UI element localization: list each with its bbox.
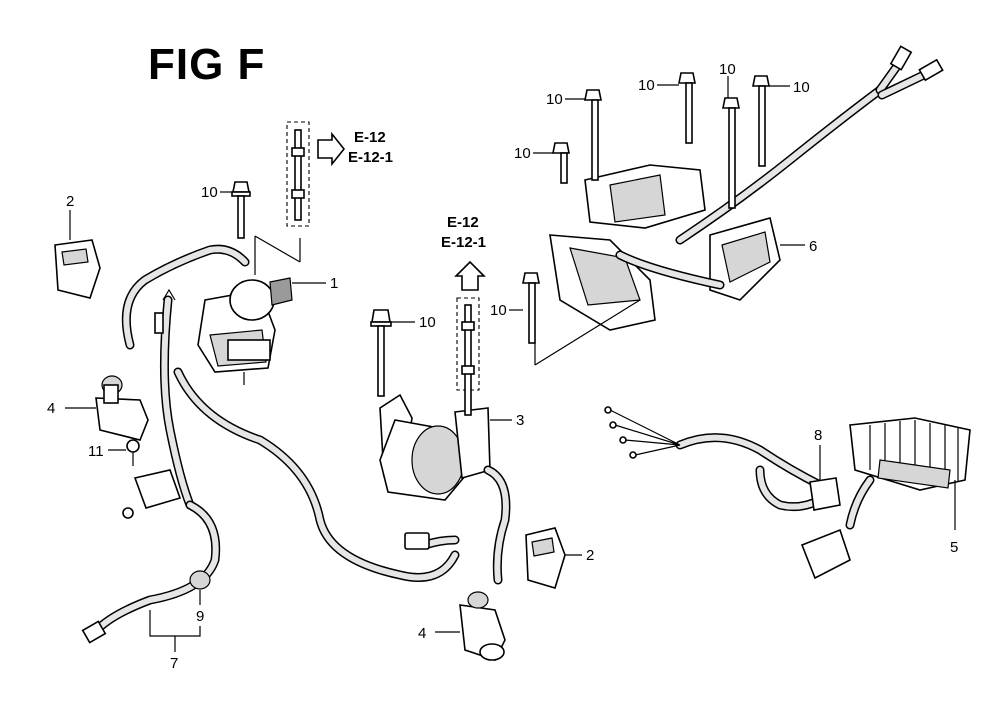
callout-10-c: 10 xyxy=(490,302,507,319)
callout-10-f: 10 xyxy=(638,77,655,94)
figure-title: FIG F xyxy=(148,40,266,89)
callout-3: 3 xyxy=(516,412,524,429)
callout-11: 11 xyxy=(88,443,104,460)
cap-2-left xyxy=(54,210,101,299)
callout-2-left: 2 xyxy=(66,193,74,210)
arrow-up-icon xyxy=(454,260,486,291)
ref2-line2: E-12-1 xyxy=(441,234,486,251)
stud-ref-2 xyxy=(461,304,475,416)
bolt-10-coil1 xyxy=(231,181,251,239)
connector-box xyxy=(133,469,182,509)
ignition-coil-3 xyxy=(379,393,512,585)
callout-10-g: 10 xyxy=(719,61,736,78)
callout-7: 7 xyxy=(170,655,178,672)
callout-5: 5 xyxy=(950,539,958,556)
callout-1: 1 xyxy=(330,275,338,292)
bolt-10-group xyxy=(522,72,770,366)
callout-4-left: 4 xyxy=(47,400,55,417)
callout-10-e: 10 xyxy=(546,91,563,108)
arrow-right-icon xyxy=(317,131,346,167)
callout-10-a: 10 xyxy=(201,184,218,201)
callout-4-bottom: 4 xyxy=(418,625,426,642)
callout-8: 8 xyxy=(814,427,822,444)
screw-11 xyxy=(108,439,140,466)
callout-6: 6 xyxy=(809,238,817,255)
callout-9: 9 xyxy=(196,608,204,625)
plug-cap-4-left xyxy=(65,375,149,441)
plug-cap-4-bottom xyxy=(435,591,506,661)
callout-10-d: 10 xyxy=(514,145,531,162)
grommet-9 xyxy=(189,570,211,605)
callout-labels: 1 2 2 3 4 4 5 6 7 8 9 10 10 10 10 10 10 … xyxy=(47,61,958,672)
stud-ref-1 xyxy=(291,129,305,221)
ref1-line2: E-12-1 xyxy=(348,149,393,166)
ref1-line1: E-12 xyxy=(354,129,386,146)
callout-2-right: 2 xyxy=(586,547,594,564)
wire-harness xyxy=(81,244,460,644)
cap-2-right xyxy=(525,527,582,589)
bracket-7 xyxy=(149,610,201,637)
ref2-line1: E-12 xyxy=(447,214,479,231)
callout-10-h: 10 xyxy=(793,79,810,96)
lead-connector-8 xyxy=(604,406,841,512)
bolt-10-coil3 xyxy=(370,309,392,397)
callout-10-b: 10 xyxy=(419,314,436,331)
regulator-rectifier-5 xyxy=(800,417,971,580)
reference-labels: E-12 E-12-1 E-12 E-12-1 xyxy=(348,129,486,251)
ignition-coil-1 xyxy=(197,235,301,385)
charge-coil-assembly-6 xyxy=(549,45,944,331)
